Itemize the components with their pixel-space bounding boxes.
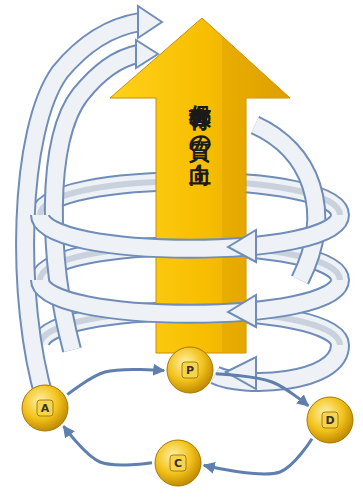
circle-shape [21,384,69,432]
spiral-ribbon [40,280,340,314]
spiral-sweep [25,22,140,400]
phase-letter: A [21,384,69,432]
key-square [170,455,186,471]
gold-disc [22,385,68,431]
key-square [322,412,338,428]
cycle-arrow [216,374,309,406]
spiral-sweep [25,22,140,400]
spiral-back-arcs [25,6,340,400]
spiral-ribbon [255,125,316,280]
cycle-arrow [67,369,164,394]
circle-shape [154,439,202,487]
spiral-ribbon [40,280,340,314]
spiral-arrowhead [228,295,256,327]
gold-disc [155,440,201,486]
circle-shape [306,396,354,444]
cycle-arrow [64,426,152,465]
spiral-arrowhead [226,357,256,389]
spiral-ribbon [255,125,316,280]
gold-disc [167,347,213,393]
spiral-ribbon [40,215,340,249]
gold-disc [307,397,353,443]
pdca-circle: D [306,396,354,444]
goal-text: 教育保育 の質の向上 [188,88,213,210]
key-square [182,362,198,378]
pdca-circle: A [21,384,69,432]
spiral-arrowhead [138,6,162,38]
phase-letter: D [306,396,354,444]
spiral-arrowhead [228,230,256,262]
pdca-circle: C [154,439,202,487]
key-square [37,400,53,416]
cycle-arrow [204,439,312,474]
phase-letter: C [154,439,202,487]
spiral-front-arcs [40,215,340,389]
spiral-ribbon [40,215,340,249]
